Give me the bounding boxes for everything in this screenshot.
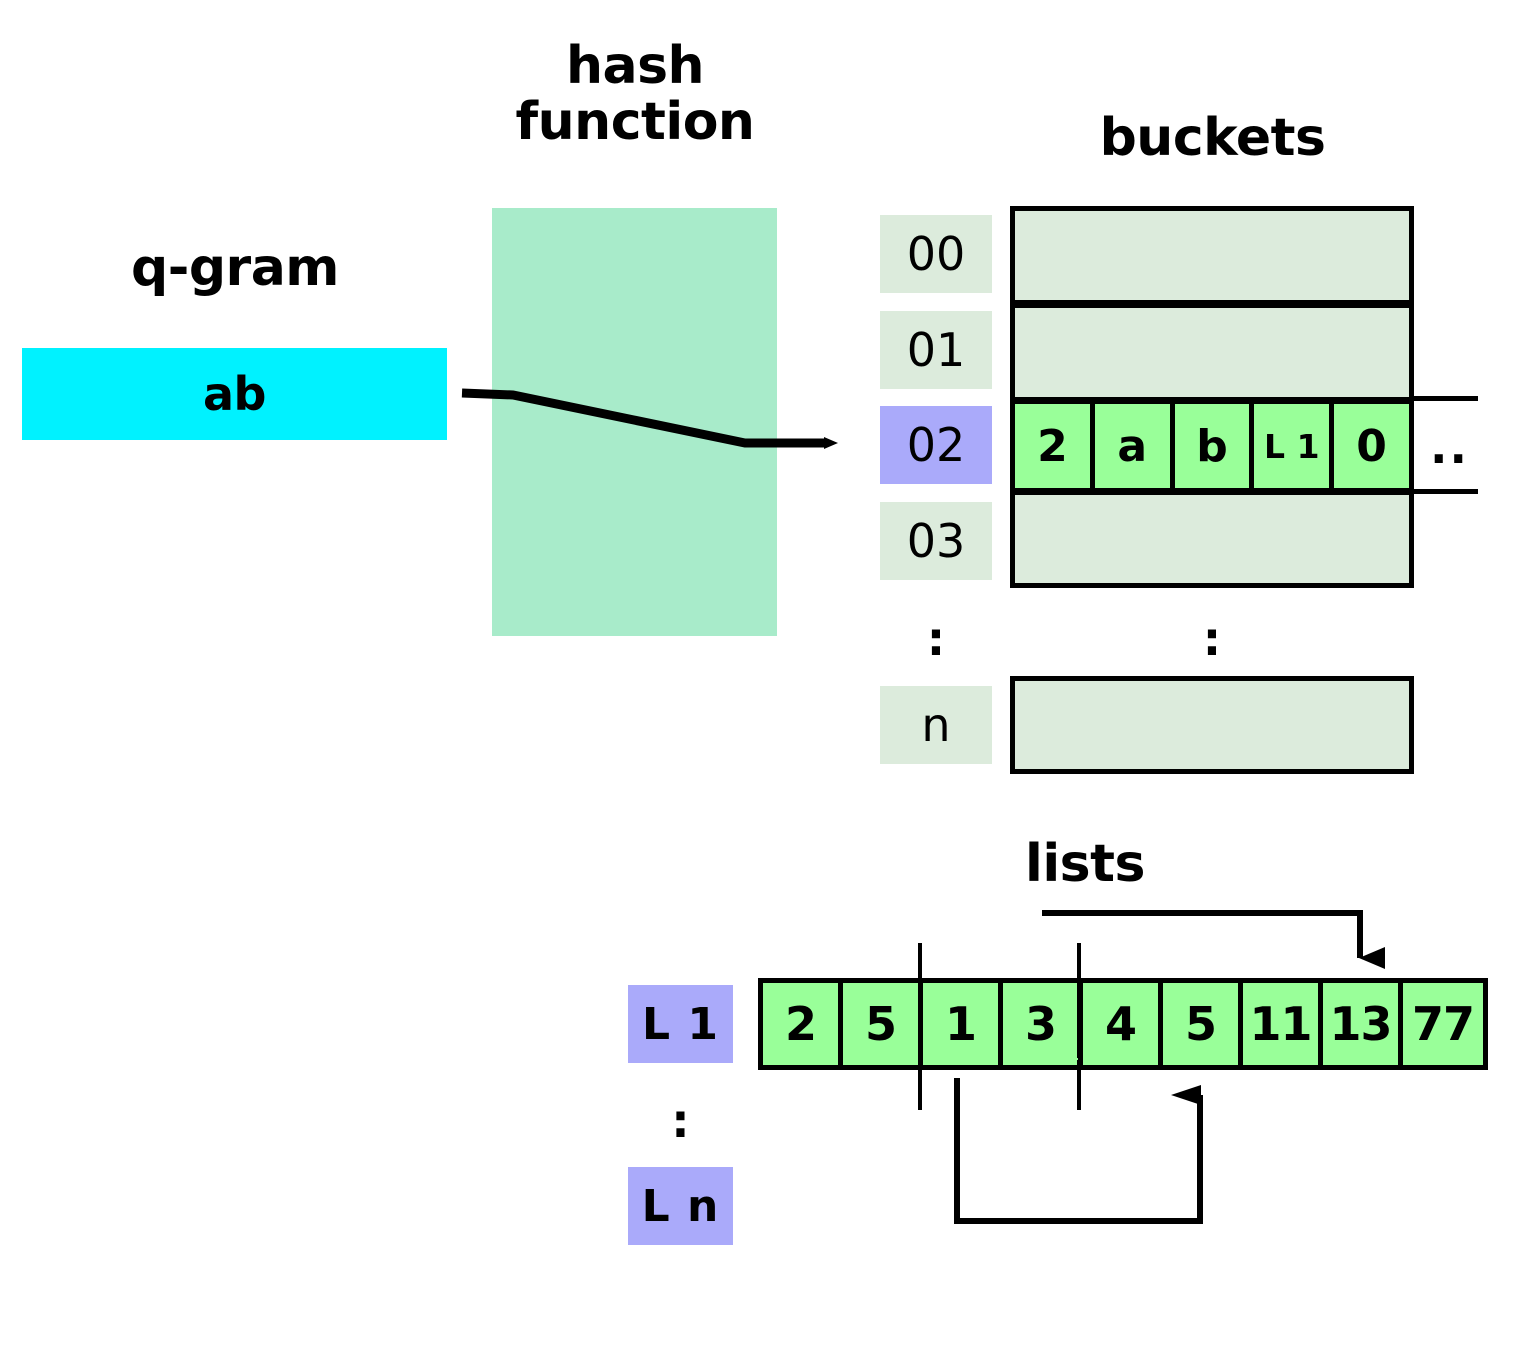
qgram-box: ab — [22, 348, 447, 440]
bucket-index-n[interactable]: n — [880, 686, 992, 764]
bucket-row-03[interactable] — [1010, 490, 1414, 588]
list-boundary-tick-a-top — [918, 943, 922, 993]
list-cell: 1 — [923, 983, 1003, 1065]
list-boundary-tick-b-bottom — [1077, 1060, 1081, 1110]
hash-function-title: hash function — [420, 38, 850, 150]
list-boundary-tick-a-bottom — [918, 1060, 922, 1110]
bucket-index-01[interactable]: 01 — [880, 311, 992, 389]
list-cell: 5 — [843, 983, 923, 1065]
list-forward-pointer-arrow — [1042, 910, 1385, 969]
list-cell: 3 — [1003, 983, 1083, 1065]
list-row-L1[interactable]: 2 5 1 3 4 5 11 13 77 — [758, 978, 1488, 1070]
bucket-row-01[interactable] — [1010, 303, 1414, 402]
list-cell: 11 — [1243, 983, 1323, 1065]
hash-function-box — [492, 208, 777, 636]
list-cell: 77 — [1403, 983, 1483, 1065]
bucket-row-n[interactable] — [1010, 676, 1414, 774]
list-label-Ln[interactable]: L n — [628, 1167, 733, 1245]
bucket-overflow-line-bottom — [1412, 489, 1478, 494]
list-label-L1[interactable]: L 1 — [628, 985, 733, 1063]
bucket-cell-offset: 0 — [1329, 404, 1414, 488]
list-boundary-tick-b-inner — [1077, 988, 1081, 1058]
bucket-overflow-dots: .. — [1430, 420, 1469, 474]
lists-title: lists — [1025, 834, 1145, 894]
bucket-cell-char-a: a — [1089, 404, 1170, 488]
bucket-index-00[interactable]: 00 — [880, 215, 992, 293]
hash-function-title-line1: hash — [565, 36, 705, 96]
list-cell: 13 — [1323, 983, 1403, 1065]
bucket-cell-list-ref: L 1 — [1249, 404, 1330, 488]
bucket-cell-count: 2 — [1010, 404, 1090, 488]
bucket-overflow-line-top — [1412, 396, 1478, 401]
list-boundary-tick-b-top — [1077, 943, 1081, 993]
qgram-value: ab — [203, 367, 266, 421]
buckets-title: buckets — [1099, 108, 1326, 168]
bucket-index-02[interactable]: 02 — [880, 406, 992, 484]
bucket-index-03[interactable]: 03 — [880, 502, 992, 580]
list-cell: 4 — [1083, 983, 1163, 1065]
qgram-title: q-gram — [131, 238, 339, 298]
list-cell: 2 — [763, 983, 843, 1065]
list-boundary-tick-a-inner — [918, 988, 922, 1058]
bucket-cell-char-b: b — [1169, 404, 1250, 488]
list-cell: 5 — [1163, 983, 1243, 1065]
hash-function-title-line2: function — [515, 92, 755, 153]
bucket-index-ellipsis: : — [926, 612, 946, 666]
bucket-row-02[interactable]: 2 a b L 1 0 — [1010, 400, 1414, 492]
bucket-row-00[interactable] — [1010, 206, 1414, 305]
list-label-ellipsis: : — [671, 1094, 690, 1148]
bucket-rows-ellipsis: : — [1202, 612, 1222, 666]
